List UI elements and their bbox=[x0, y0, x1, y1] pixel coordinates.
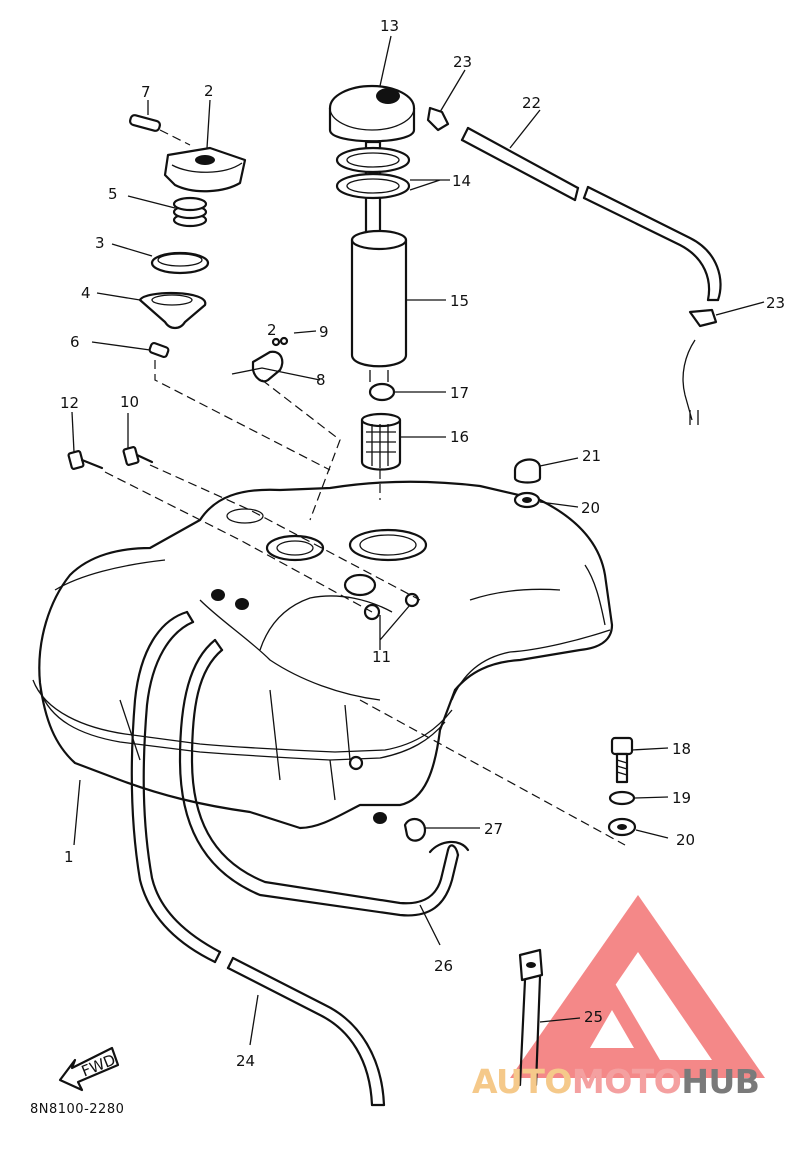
hose-clip bbox=[403, 817, 427, 842]
callout-15: 15 bbox=[450, 292, 469, 310]
callout-2b: 2 bbox=[267, 321, 277, 339]
fuel-filter-assembly bbox=[328, 84, 416, 500]
callout-16: 16 bbox=[450, 428, 469, 446]
overflow-hose bbox=[178, 638, 470, 917]
diagram-code: 8N8100-2280 bbox=[30, 1102, 125, 1117]
callout-27: 27 bbox=[484, 820, 503, 838]
tank-strap bbox=[518, 948, 544, 1087]
callout-4: 4 bbox=[81, 284, 91, 302]
watermark-logo bbox=[510, 895, 765, 1078]
watermark-auto: AUTO bbox=[472, 1062, 572, 1101]
fuel-cap-assembly bbox=[129, 114, 331, 471]
fuel-tank bbox=[32, 480, 614, 830]
watermark-text: AUTOMOTOHUB bbox=[472, 1062, 760, 1101]
callout-12: 12 bbox=[60, 394, 79, 412]
callout-9: 9 bbox=[319, 323, 329, 341]
callout-20b: 20 bbox=[676, 831, 695, 849]
callout-23b: 23 bbox=[766, 294, 785, 312]
callout-3: 3 bbox=[95, 234, 105, 252]
bracket-parts bbox=[231, 336, 341, 521]
callout-26: 26 bbox=[434, 957, 453, 975]
callout-1: 1 bbox=[64, 848, 74, 866]
callout-13: 13 bbox=[380, 17, 399, 35]
mounting-hardware bbox=[359, 458, 637, 846]
callout-numbers: 1 2 2 3 4 5 6 7 8 9 10 11 12 13 14 15 16… bbox=[60, 17, 785, 1070]
breather-hose bbox=[426, 106, 722, 425]
callout-21: 21 bbox=[582, 447, 601, 465]
callout-19: 19 bbox=[672, 789, 691, 807]
watermark-hub: HUB bbox=[681, 1062, 760, 1101]
watermark-moto: MOTO bbox=[571, 1062, 682, 1101]
callout-24: 24 bbox=[236, 1052, 255, 1070]
callout-14: 14 bbox=[452, 172, 471, 190]
callout-25: 25 bbox=[584, 1008, 603, 1026]
callout-18: 18 bbox=[672, 740, 691, 758]
callout-6: 6 bbox=[70, 333, 80, 351]
callout-22: 22 bbox=[522, 94, 541, 112]
callout-2: 2 bbox=[204, 82, 214, 100]
spring bbox=[172, 196, 208, 228]
callout-7: 7 bbox=[141, 83, 151, 101]
callout-5: 5 bbox=[108, 185, 118, 203]
leader-lines bbox=[71, 35, 765, 1046]
callout-17: 17 bbox=[450, 384, 469, 402]
callout-11: 11 bbox=[372, 648, 391, 666]
callout-20a: 20 bbox=[581, 499, 600, 517]
forward-arrow: FWD bbox=[58, 1046, 120, 1092]
callout-10: 10 bbox=[120, 393, 139, 411]
callout-23a: 23 bbox=[453, 53, 472, 71]
fwd-label: FWD bbox=[79, 1051, 118, 1081]
callout-8: 8 bbox=[316, 371, 326, 389]
bolts bbox=[67, 446, 421, 613]
drain-hose bbox=[130, 610, 386, 1107]
